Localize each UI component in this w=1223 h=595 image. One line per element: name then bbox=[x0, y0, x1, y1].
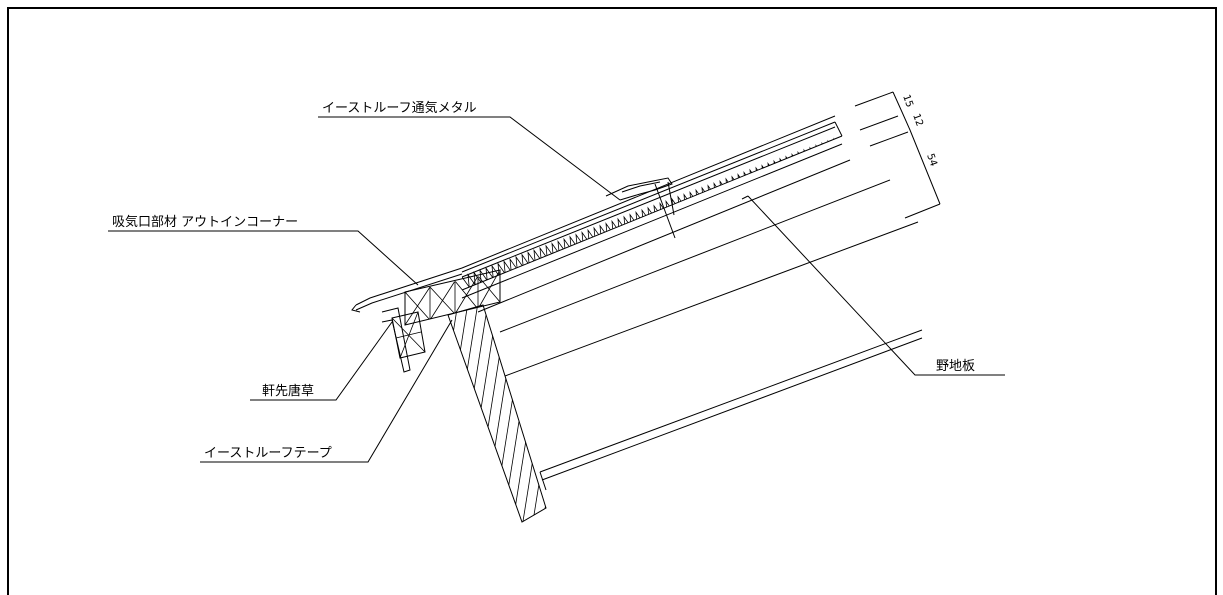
dimension-lines: 15 12 54 bbox=[854, 91, 941, 219]
hatch-line bbox=[448, 305, 451, 522]
hatch-line bbox=[370, 290, 410, 540]
hatch-line bbox=[650, 290, 690, 540]
callout-vent-metal: イーストルーフ通気メタル bbox=[318, 100, 621, 201]
hatch-line bbox=[459, 305, 501, 522]
hatch-line bbox=[400, 290, 440, 540]
hatched-post bbox=[330, 290, 690, 540]
dimension-54: 54 bbox=[924, 152, 939, 168]
metal-roofing bbox=[351, 115, 836, 313]
label-eave-flashing: 軒先唐草 bbox=[262, 383, 314, 399]
label-sheathing: 野地板 bbox=[936, 359, 975, 374]
hatch-line bbox=[610, 290, 650, 540]
vent-member bbox=[461, 121, 843, 289]
dimension-15: 15 bbox=[900, 93, 915, 109]
hatch-line bbox=[479, 305, 521, 522]
hatch-line bbox=[519, 305, 546, 522]
hatch-line bbox=[340, 290, 380, 540]
hatch-line bbox=[489, 305, 531, 522]
callout-intake-part: 吸気口部材 アウトインコーナー bbox=[108, 214, 419, 286]
hatch-line bbox=[620, 290, 660, 540]
hatch-line bbox=[448, 305, 481, 522]
hatch-line bbox=[529, 305, 546, 522]
label-roof-tape: イーストルーフテープ bbox=[204, 446, 332, 461]
hatch-line bbox=[640, 290, 680, 540]
hatch-line bbox=[499, 305, 541, 522]
hatch-line bbox=[550, 290, 590, 540]
callout-eave-flashing: 軒先唐草 bbox=[250, 321, 393, 401]
hatch-line bbox=[350, 290, 390, 540]
dimension-12: 12 bbox=[910, 112, 925, 128]
rafter-lines bbox=[461, 135, 923, 491]
hatch-line bbox=[570, 290, 610, 540]
hatch-line bbox=[590, 290, 630, 540]
hatch-line bbox=[448, 305, 461, 522]
label-intake-part: 吸気口部材 アウトインコーナー bbox=[112, 214, 298, 230]
hatch-line bbox=[539, 305, 546, 522]
hatch-line bbox=[380, 290, 420, 540]
callout-sheathing: 野地板 bbox=[741, 195, 1005, 376]
eave-blocks bbox=[381, 269, 501, 373]
label-vent-metal: イーストルーフ通気メタル bbox=[322, 100, 477, 116]
drawing-frame bbox=[7, 7, 1217, 595]
hatch-line bbox=[448, 305, 471, 522]
hatch-line bbox=[580, 290, 620, 540]
hatch-line bbox=[560, 290, 600, 540]
callout-roof-tape: イーストルーフテープ bbox=[200, 319, 453, 463]
hatch-line bbox=[330, 290, 370, 540]
